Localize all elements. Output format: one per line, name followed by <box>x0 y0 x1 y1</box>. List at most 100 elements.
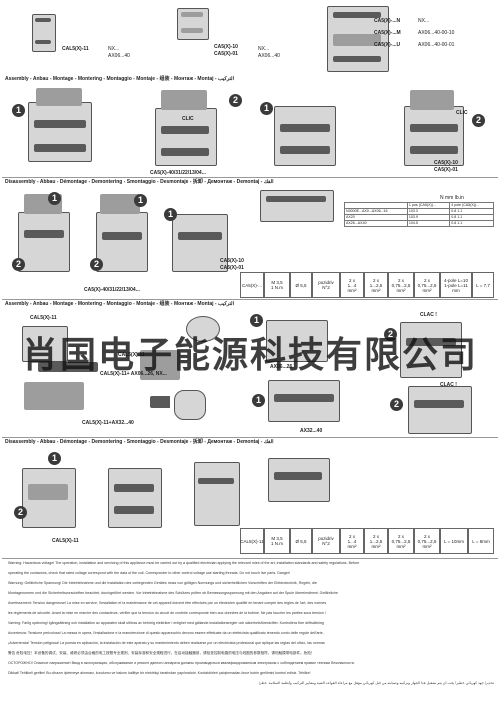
assembly2-ax32: 1 <box>248 374 364 430</box>
spec2-w2b: 1...2,5 <box>369 538 383 544</box>
top-ca5x-u: CA5(X)-...U <box>374 42 401 48</box>
spec2-w4u: mm² <box>422 543 432 549</box>
assembly2-cal5ax32: CAL5(X)-11+AX32...40 <box>82 420 134 426</box>
top-ca5x-n-val: NX... <box>418 18 430 24</box>
warning-line-2: Warnung: Gefährliche Spannung! Die Inbet… <box>8 581 317 585</box>
top-ca5x-10: CA5(X)-10 <box>214 44 238 50</box>
spec2-w2a: 2 x <box>372 533 379 539</box>
spec1-w4u: mm² <box>422 287 432 293</box>
separator-2 <box>2 299 498 300</box>
torque-r2c1: 104.5 <box>406 220 451 227</box>
spec1-w3a: 2 x <box>397 277 404 283</box>
disassembly1-step2: 2 1 <box>86 188 156 286</box>
spec1-w2u: mm² <box>371 287 381 293</box>
separator-4 <box>2 558 498 559</box>
spec1-poz-b: N°2 <box>322 285 330 290</box>
spec2-w3u: mm² <box>396 543 406 549</box>
disassembly-header-2: Disassembly - Abbau - Démontage - Demont… <box>5 439 274 445</box>
assembly1-ca5x10: CA5(X)-10 <box>434 160 458 166</box>
assembly2-clic2-label: CLAC ! <box>440 382 457 388</box>
assembly1-ca5x01: CA5(X)-01 <box>434 167 458 173</box>
spec2-ref-text: CAL5(X)-11 <box>240 538 264 544</box>
spec1-w1b: 1...4 <box>347 282 357 288</box>
assembly2-drum <box>170 384 210 424</box>
assembly1-step2: 2 <box>125 84 245 172</box>
disassembly2-step2 <box>94 448 178 540</box>
assembly2-clic2: 2 <box>372 380 494 436</box>
spec1-pole-u: mm <box>452 287 460 293</box>
disassembly2-step3 <box>258 448 344 508</box>
assembly1-clic: CLIC <box>182 116 194 122</box>
spec2-w2u: mm² <box>371 543 381 549</box>
spec1-screw: Ø 5,5 <box>290 272 312 298</box>
spec1-w2a: 2 x <box>372 277 379 283</box>
torque-unit: N mm lb.in <box>440 195 464 201</box>
spec1-ref: CA5(X)-... <box>240 272 264 298</box>
warning-line-4: Avertissement: Tension dangereuse! La mi… <box>8 601 327 605</box>
assembly1-clic2: CLIC <box>456 110 468 116</box>
assembly2-clac: 2 <box>360 308 494 382</box>
assembly1-step4: 2 <box>380 84 492 172</box>
spec1-w4b: 0,75...2,5 <box>417 282 437 288</box>
spec2-torque-a: M 3,5 <box>271 536 283 541</box>
warning-line-6: Varning: Farlig spänning! Igångsättning … <box>8 621 324 625</box>
warning-line-11: Dikkat! Tehlikeli gerilim! Bu cihazın iş… <box>8 671 311 675</box>
spec2-w1u: mm² <box>347 543 357 549</box>
spec1-w2b: 1...2,5 <box>369 282 383 288</box>
spec2-w1a: 2 x <box>348 533 355 539</box>
top-cal5-ax: AX06...40 <box>108 53 130 59</box>
spec2-l2-text: L = 8mm <box>472 538 490 544</box>
disassembly1-step3: 1 <box>160 188 240 286</box>
top-figure-nmu <box>325 4 391 74</box>
assembly2-step-ax06: 1 <box>246 310 346 370</box>
spec2-l1-text: L = 10mm <box>444 538 464 544</box>
spec2-w4a: 2 x <box>423 533 430 539</box>
spec2-l2: L = 8mm <box>468 528 494 554</box>
spec2-ref: CAL5(X)-11 <box>240 528 264 554</box>
assembly2-ax06: AX06...26 <box>270 364 293 370</box>
spec1-l: L = 7,7 <box>472 272 494 298</box>
spec1-screw-text: Ø 5,5 <box>295 282 307 288</box>
spec2-l1: L = 10mm <box>440 528 468 554</box>
torque-r2c2: 0.8 1.1 <box>449 220 494 227</box>
disassembly2-dimension <box>184 448 250 540</box>
assembly-header-1: Assembly - Anbau - Montage - Montering -… <box>5 76 234 82</box>
assembly2-clac-label: CLAC ! <box>420 312 437 318</box>
separator-1 <box>2 177 498 178</box>
assembly-header-2: Assembly - Anbau - Montage - Montering -… <box>5 301 234 307</box>
assembly1-ca5x40: CA5(X)-40/31/22/13/04... <box>150 170 206 176</box>
top-ca5x-u-val: AX06...40-00-01 <box>418 42 455 48</box>
spec1-torque-a: M 3,5 <box>271 280 283 285</box>
top-ca5x-m-val: AX06...40-00-10 <box>418 30 455 36</box>
spec1-pole-b: 1-pole L=11 <box>444 282 468 288</box>
warning-line-1: operating the contactors, check that rat… <box>8 571 291 575</box>
watermark: 肖国电子能源科技有限公司 <box>21 335 478 376</box>
spec1-poz-a: pozidriv <box>318 280 334 285</box>
assembly1-step1: 1 <box>8 84 118 172</box>
spec2-torque-b: 1 N.m <box>270 541 283 546</box>
spec1-pole-a: 4-pole L=10 <box>444 277 468 283</box>
spec1-w1u: mm² <box>347 287 357 293</box>
assembly2-nx-ax: CAL5(X)-11+ AX06...26, NX... <box>100 371 167 377</box>
spec1-torque-b: 1 N.m <box>270 285 283 290</box>
spec2-screw-text: Ø 5,5 <box>295 538 307 544</box>
assembly2-rail <box>8 308 118 428</box>
top-ca5x-01: CA5(X)-01 <box>214 51 238 57</box>
warning-line-0: Warning: Hazardous voltage! The operatio… <box>8 561 360 565</box>
spec1-w3u: mm² <box>396 287 406 293</box>
disassembly1-terminal <box>256 186 340 228</box>
disassembly2-cal5: CAL5(X)-11 <box>52 538 79 544</box>
spec2-poz-b: N°2 <box>322 541 330 546</box>
